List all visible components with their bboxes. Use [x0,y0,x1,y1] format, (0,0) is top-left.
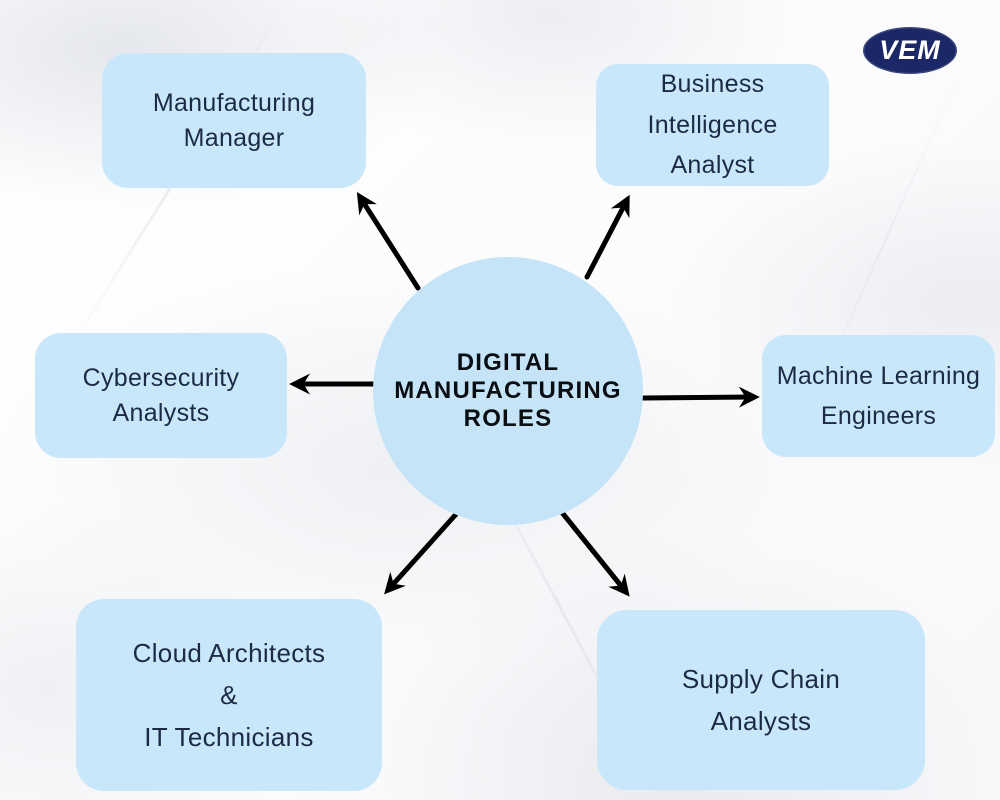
node-label-line: Cloud Architects [132,637,326,668]
node-manufacturing-manager: Manufacturing Manager [102,53,366,188]
node-supply-chain-analysts: Supply Chain Analysts [597,610,925,790]
node-label-line: Analysts [710,706,812,736]
arrow-to-cloud-architects-it-technicians [384,509,461,595]
center-label-line: MANUFACTURING [394,376,622,404]
center-label-line: DIGITAL [456,348,560,376]
vem-brand-logo: VEM [863,27,957,74]
node-label-line: Manufacturing [152,89,316,117]
node-label-line: Machine Learning [776,361,981,390]
node-label-line: Cybersecurity [82,364,240,392]
node-cybersecurity-analysts: Cybersecurity Analysts [35,333,287,458]
node-label-line: Manager [183,123,285,152]
node-cloud-architects-it-technicians: Cloud Architects & IT Technicians [76,599,382,791]
node-label-line: Business [660,70,765,99]
arrow-to-business-intelligence-analyst [584,194,630,280]
node-business-intelligence-analyst: Business Intelligence Analyst [596,64,829,186]
node-label-line: Engineers [820,402,937,430]
node-label-line: & [220,679,238,710]
center-label-line: ROLES [463,405,553,433]
node-label-line: Supply Chain [681,663,841,694]
node-label-line: Analyst [670,151,755,180]
center-node-digital-manufacturing-roles: DIGITAL MANUFACTURING ROLES [373,257,643,525]
vem-brand-logo-text: VEM [879,35,941,65]
node-label-line: Analysts [112,398,210,427]
arrow-to-manufacturing-manager [356,192,421,291]
arrow-to-supply-chain-analysts [557,507,630,597]
arrow-to-machine-learning-engineers [640,386,760,408]
node-machine-learning-engineers: Machine Learning Engineers [762,335,995,457]
node-label-line: Intelligence [647,110,778,139]
node-label-line: IT Technicians [144,722,314,753]
